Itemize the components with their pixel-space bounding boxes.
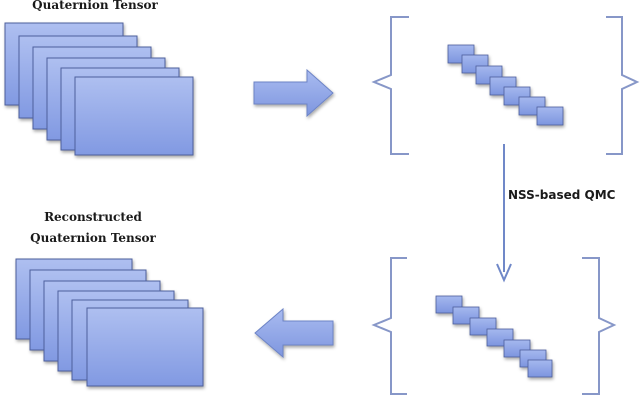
top-diagonal-blocks [447,44,564,126]
process-label: NSS-based QMC [508,188,616,202]
tensor-slice [74,76,194,156]
left-bracket-icon [371,16,409,155]
output-tensor-stack [15,258,204,387]
output-title-line2: Quaternion Tensor [30,231,156,245]
left-arrow-icon [254,307,334,359]
right-bracket-icon [606,16,640,155]
diagonal-block [527,359,553,378]
right-bracket-icon [582,257,617,395]
bottom-matrix [371,257,617,395]
left-bracket-icon [371,257,407,395]
diagonal-block [536,106,564,126]
right-arrow-icon [253,68,334,118]
input-tensor-stack [4,22,194,156]
down-arrow-icon [496,144,512,283]
top-matrix [371,16,640,155]
tensor-slice [86,307,204,387]
input-tensor-title: Quaternion Tensor [32,0,158,12]
output-tensor-title: Reconstructed Quaternion Tensor [8,207,178,249]
bottom-diagonal-blocks [435,295,553,378]
output-title-line1: Reconstructed [44,210,142,224]
